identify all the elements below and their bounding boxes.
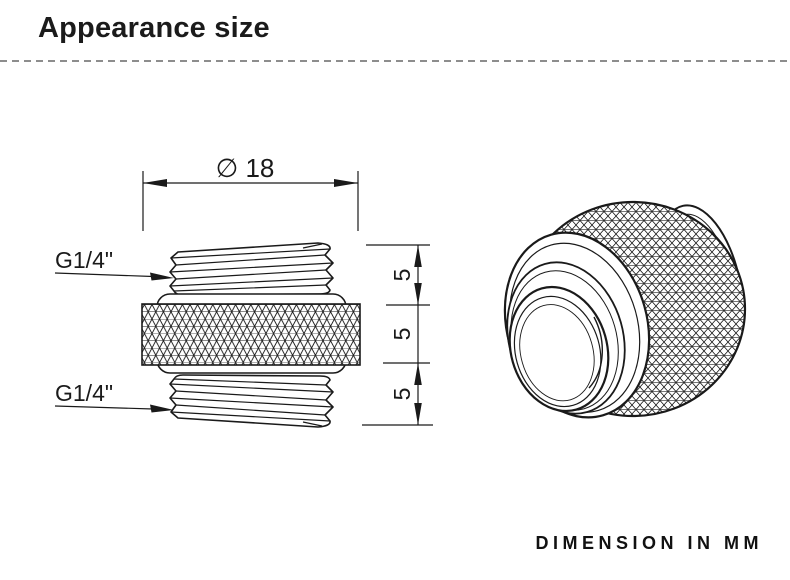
arrowhead-right-icon — [334, 179, 358, 187]
port-highlight-arc — [588, 316, 603, 389]
segment-label-2: 5 — [389, 328, 415, 341]
arrowhead-down-icon — [414, 403, 422, 425]
thread-bottom — [169, 374, 334, 428]
thread-top — [169, 242, 334, 296]
orthographic-view: ∅ 18 G1/4" G1/4" — [54, 153, 433, 428]
port-face — [508, 285, 610, 413]
dashed-separator — [0, 60, 790, 62]
dimension-unit-note: DIMENSION IN MM — [535, 533, 763, 553]
leader-arrowhead-icon — [150, 404, 174, 413]
arrowhead-up-icon — [414, 363, 422, 385]
thread-callout-top: G1/4" — [54, 247, 174, 281]
extension-lines — [142, 171, 359, 231]
arrowhead-up-icon — [414, 245, 422, 267]
segment-label-3: 5 — [389, 388, 415, 401]
thread-callout-bottom: G1/4" — [54, 380, 174, 413]
dimension-ticks — [362, 244, 433, 426]
arrowhead-left-icon — [143, 179, 167, 187]
arrowhead-down-icon — [414, 283, 422, 305]
height-dimension-chain: 5 5 5 — [362, 244, 433, 426]
diameter-dimension — [142, 171, 359, 231]
leader-arrowhead-icon — [150, 272, 174, 281]
segment-label-1: 5 — [389, 269, 415, 282]
thread-bottom-label: G1/4" — [55, 380, 113, 406]
product-render — [503, 200, 747, 419]
diameter-label: ∅ 18 — [216, 153, 275, 183]
page-title: Appearance size — [38, 12, 270, 44]
knurled-band — [141, 303, 361, 366]
thread-top-label: G1/4" — [55, 247, 113, 273]
